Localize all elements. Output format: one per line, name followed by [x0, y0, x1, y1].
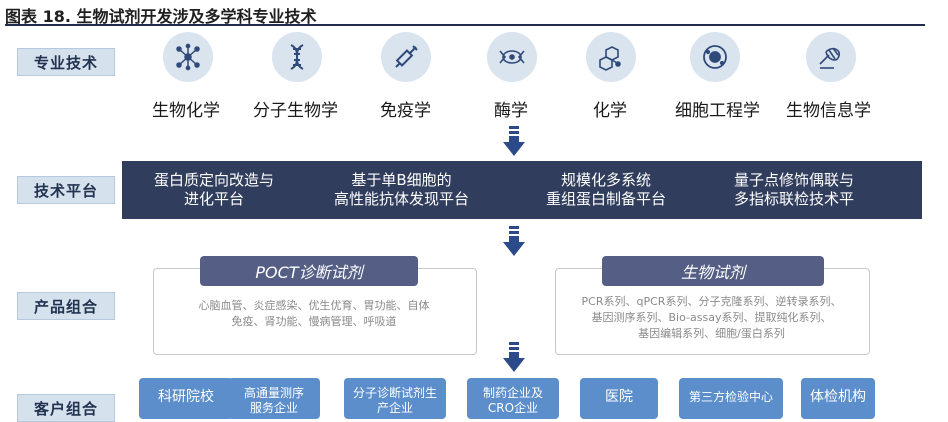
tech-label-bioinformatics: 生物信息学	[786, 101, 871, 121]
syringe-icon	[381, 32, 431, 82]
poct-line: 心脑血管、炎症感染、优生优育、胃功能、自体	[198, 299, 430, 312]
chemical-structure-icon	[586, 32, 636, 82]
platform-item: 量子点修饰偶联与 多指标联检技术平	[734, 171, 854, 209]
dna-icon	[272, 32, 322, 82]
customer-line: 体检机构	[810, 389, 866, 405]
platform-line: 规模化多系统	[561, 171, 652, 189]
row-label-product: 产品组合	[17, 292, 115, 320]
figure-title: 图表 18. 生物试剂开发涉及多学科专业技术	[5, 7, 317, 26]
title-divider	[5, 24, 925, 26]
poct-description: 心脑血管、炎症感染、优生优育、胃功能、自体 免疫、肾功能、慢病管理、呼吸道	[163, 298, 465, 330]
customer-line: CRO企业	[487, 401, 539, 415]
platform-line: 量子点修饰偶联与	[734, 171, 855, 189]
customer-box: 分子诊断试剂生产企业	[344, 378, 446, 419]
platform-line: 基于单B细胞的	[351, 171, 452, 189]
molecule-network-icon	[163, 32, 213, 82]
customer-line: 制药企业及	[482, 386, 543, 400]
platform-item: 基于单B细胞的 高性能抗体发现平台	[334, 171, 469, 209]
platform-line: 重组蛋白制备平台	[546, 190, 667, 208]
customer-line: 第三方检验中心	[688, 390, 773, 404]
down-arrow-icon	[503, 226, 525, 256]
bio-line: 基因测序系列、Bio-assay系列、提取纯化系列、	[591, 311, 832, 324]
down-arrow-icon	[503, 126, 525, 156]
bioinformatics-icon	[806, 32, 856, 82]
bio-line: PCR系列、qPCR系列、分子克隆系列、逆转录系列、	[581, 295, 842, 308]
bio-line: 基因编辑系列、细胞/蛋白系列	[638, 327, 785, 340]
platform-line: 多指标联检技术平	[734, 190, 855, 208]
customer-line: 产企业	[376, 401, 413, 415]
cell-icon	[690, 32, 740, 82]
customer-box: 体检机构	[801, 378, 875, 419]
customer-line: 高通量测序	[243, 386, 304, 400]
tech-label-cell-engineering: 细胞工程学	[675, 101, 760, 121]
row-label-tech: 专业技术	[17, 48, 115, 76]
poct-line: 免疫、肾功能、慢病管理、呼吸道	[231, 315, 397, 328]
row-label-platform: 技术平台	[17, 176, 115, 204]
poct-header: POCT诊断试剂	[200, 256, 418, 286]
customer-box: 医院	[580, 378, 658, 419]
bio-reagent-description: PCR系列、qPCR系列、分子克隆系列、逆转录系列、 基因测序系列、Bio-as…	[560, 294, 863, 342]
row-label-customer: 客户组合	[17, 394, 115, 422]
customer-line: 医院	[605, 389, 633, 405]
bio-reagent-header: 生物试剂	[602, 256, 824, 286]
platform-item: 蛋白质定向改造与 进化平台	[154, 171, 274, 209]
tech-label-molecular-biology: 分子生物学	[253, 101, 338, 121]
customer-line: 服务企业	[249, 401, 298, 415]
platform-line: 高性能抗体发现平台	[334, 190, 470, 208]
customer-box: 科研院校	[139, 378, 233, 419]
enzyme-icon	[487, 32, 537, 82]
down-arrow-icon	[503, 342, 525, 372]
tech-label-biochemistry: 生物化学	[152, 101, 220, 121]
tech-label-chemistry: 化学	[593, 101, 627, 121]
platform-line: 进化平台	[184, 190, 245, 208]
platform-item: 规模化多系统 重组蛋白制备平台	[546, 171, 666, 209]
customer-line: 科研院校	[158, 389, 214, 405]
platform-band: 蛋白质定向改造与 进化平台 基于单B细胞的 高性能抗体发现平台 规模化多系统 重…	[122, 161, 922, 219]
platform-line: 蛋白质定向改造与	[154, 171, 275, 189]
tech-label-immunology: 免疫学	[380, 101, 431, 121]
tech-label-enzymology: 酶学	[494, 101, 528, 121]
customer-line: 分子诊断试剂生	[352, 386, 437, 400]
customer-box: 高通量测序服务企业	[228, 378, 320, 419]
customer-box: 第三方检验中心	[679, 378, 783, 419]
